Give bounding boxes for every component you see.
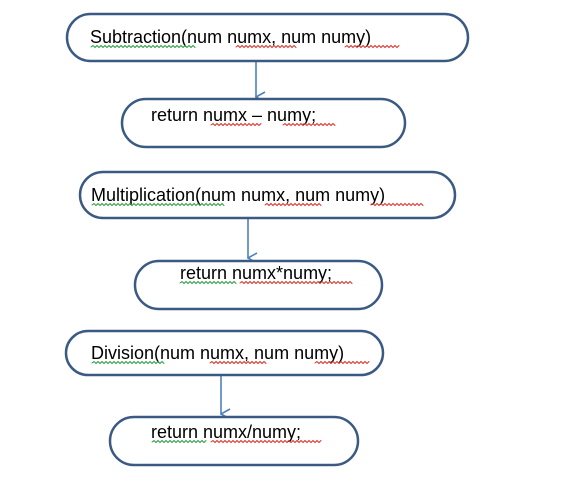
node-multiplication-label: Multiplication(num numx, num numy) — [91, 185, 385, 205]
spellcheck-underline — [90, 44, 196, 49]
spellcheck-underline — [209, 360, 267, 365]
node-subtraction-label: Subtraction(num numx, num numy) — [90, 27, 371, 47]
node-return-subtraction: return numx – numy; — [120, 97, 407, 149]
node-return-division-label: return numx/numy; — [151, 422, 301, 442]
node-return-division: return numx/numy; — [108, 415, 360, 467]
spellcheck-underline — [210, 439, 322, 444]
node-division: Division(num numx, num numy) — [64, 329, 385, 377]
spellcheck-underline — [344, 44, 400, 49]
node-return-multiplication-label: return numx*numy; — [180, 263, 332, 283]
spellcheck-underline — [91, 202, 225, 207]
node-return-multiplication: return numx*numy; — [133, 259, 384, 311]
spellcheck-underline — [314, 360, 370, 365]
spellcheck-underline — [210, 122, 262, 127]
spellcheck-underline — [264, 202, 322, 207]
node-return-subtraction-label: return numx – numy; — [151, 105, 316, 125]
spellcheck-underline — [239, 280, 353, 285]
node-subtraction: Subtraction(num numx, num numy) — [65, 12, 470, 63]
spellcheck-underline — [91, 360, 165, 365]
spellcheck-underline — [282, 122, 336, 127]
spellcheck-underline — [179, 280, 237, 285]
spellcheck-underline — [151, 439, 207, 444]
spellcheck-underline — [235, 44, 297, 49]
node-multiplication: Multiplication(num numx, num numy) — [78, 170, 457, 220]
node-division-label: Division(num numx, num numy) — [91, 343, 344, 363]
spellcheck-underline — [370, 202, 424, 207]
